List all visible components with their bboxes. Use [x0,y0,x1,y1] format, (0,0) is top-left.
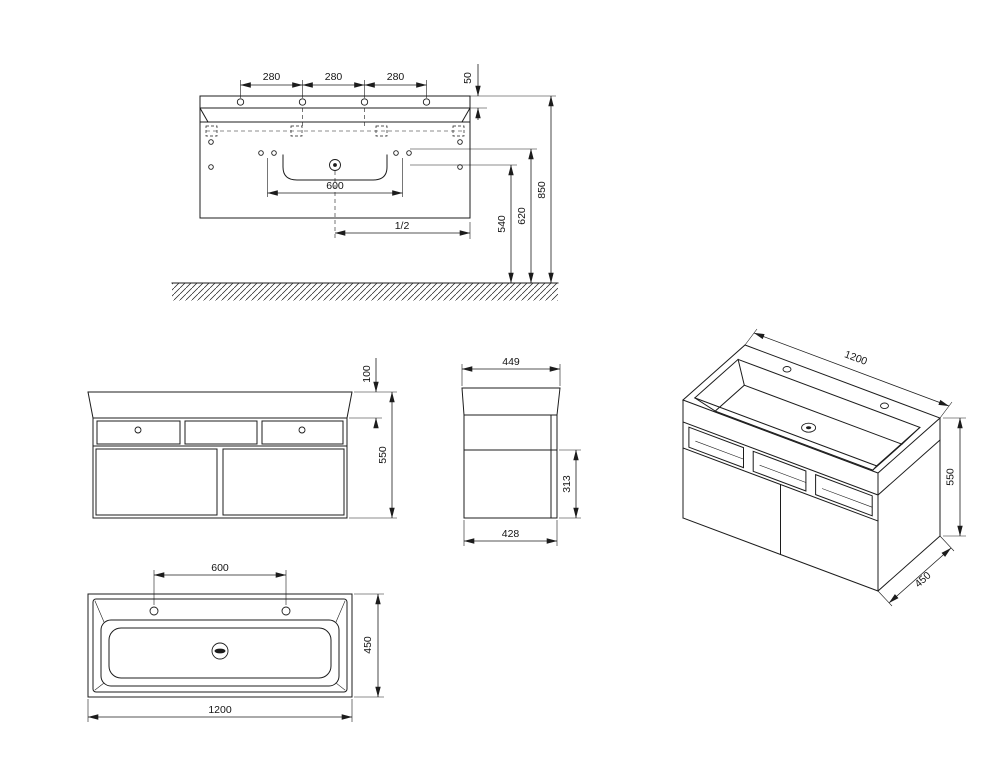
vanity-side-outline [461,387,561,519]
wall-bracket-details [205,108,465,137]
dim-depth: 450 [362,636,374,654]
dim-top-depth: 449 [502,356,520,368]
drain-slot-icon [214,648,226,654]
tap-hole-icon [149,606,159,616]
dim-height-to-basin-bottom: 620 [516,207,528,225]
shelf-niche [752,450,807,492]
cutout-hole-icon [298,426,306,434]
shelf-niche [688,426,744,469]
mounting-hole-icon [422,98,431,106]
screw-icon [258,150,264,156]
mounting-hole-icon [298,98,307,106]
screw-icon [406,150,412,156]
dim-height-total: 850 [536,181,548,199]
dim-overall-height: 550 [377,446,389,464]
dim-width: 1200 [843,348,869,367]
screw-icon [208,164,214,170]
screw-icon [208,139,214,145]
dim-height: 550 [945,468,957,486]
fixing-screws [208,139,463,170]
dim-hole-spacing-mid: 280 [325,71,343,83]
screw-icon [271,150,277,156]
drain-center-icon [333,163,337,167]
cutout-hole-icon [134,426,142,434]
view-perspective: 1200 550 450 [682,328,966,607]
tap-hole-icon [880,402,889,410]
view-plan: 600 450 1200 [87,562,384,722]
dim-body-depth: 428 [502,528,520,540]
mounting-hole-icon [236,98,245,106]
dim-basin-height: 100 [361,365,373,383]
dim-depth: 450 [912,569,933,590]
installation-dimensions: 280 280 280 50 600 1/2 540 620 850 [240,64,556,284]
view-front: 100 550 [87,358,397,519]
mounting-hole-icon [360,98,369,106]
front-dimensions: 100 550 [349,358,397,519]
screw-icon [457,139,463,145]
dim-tap-spacing: 600 [211,562,229,574]
dim-width: 1200 [208,704,232,716]
vanity-front-outline [87,391,353,519]
tap-hole-icon [782,366,792,373]
dim-hole-spacing-left: 280 [263,71,281,83]
tap-hole-icon [281,606,291,616]
dim-height-to-drain: 540 [496,215,508,233]
dim-hole-spacing-right: 280 [387,71,405,83]
mounting-holes [236,98,431,106]
plan-dimensions: 600 450 1200 [87,562,384,722]
basin-plan-outline [87,593,353,698]
screw-icon [393,150,399,156]
vanity-3d-outline [682,344,941,592]
dim-hole-top-offset: 50 [462,72,474,84]
shelf-niche [815,473,873,517]
drain-center-icon [806,426,812,430]
floor-line [171,282,559,301]
dim-body-height: 313 [561,475,573,493]
side-dimensions: 449 428 313 [461,356,581,546]
drawer-front [95,448,218,516]
screw-icon [457,164,463,170]
view-installation-elevation: 280 280 280 50 600 1/2 540 620 850 [171,64,559,301]
drawer-front [222,448,345,516]
cabinet-front-outline [199,95,471,219]
dim-drain-position: 1/2 [395,220,410,232]
view-side: 449 428 313 [461,356,581,546]
